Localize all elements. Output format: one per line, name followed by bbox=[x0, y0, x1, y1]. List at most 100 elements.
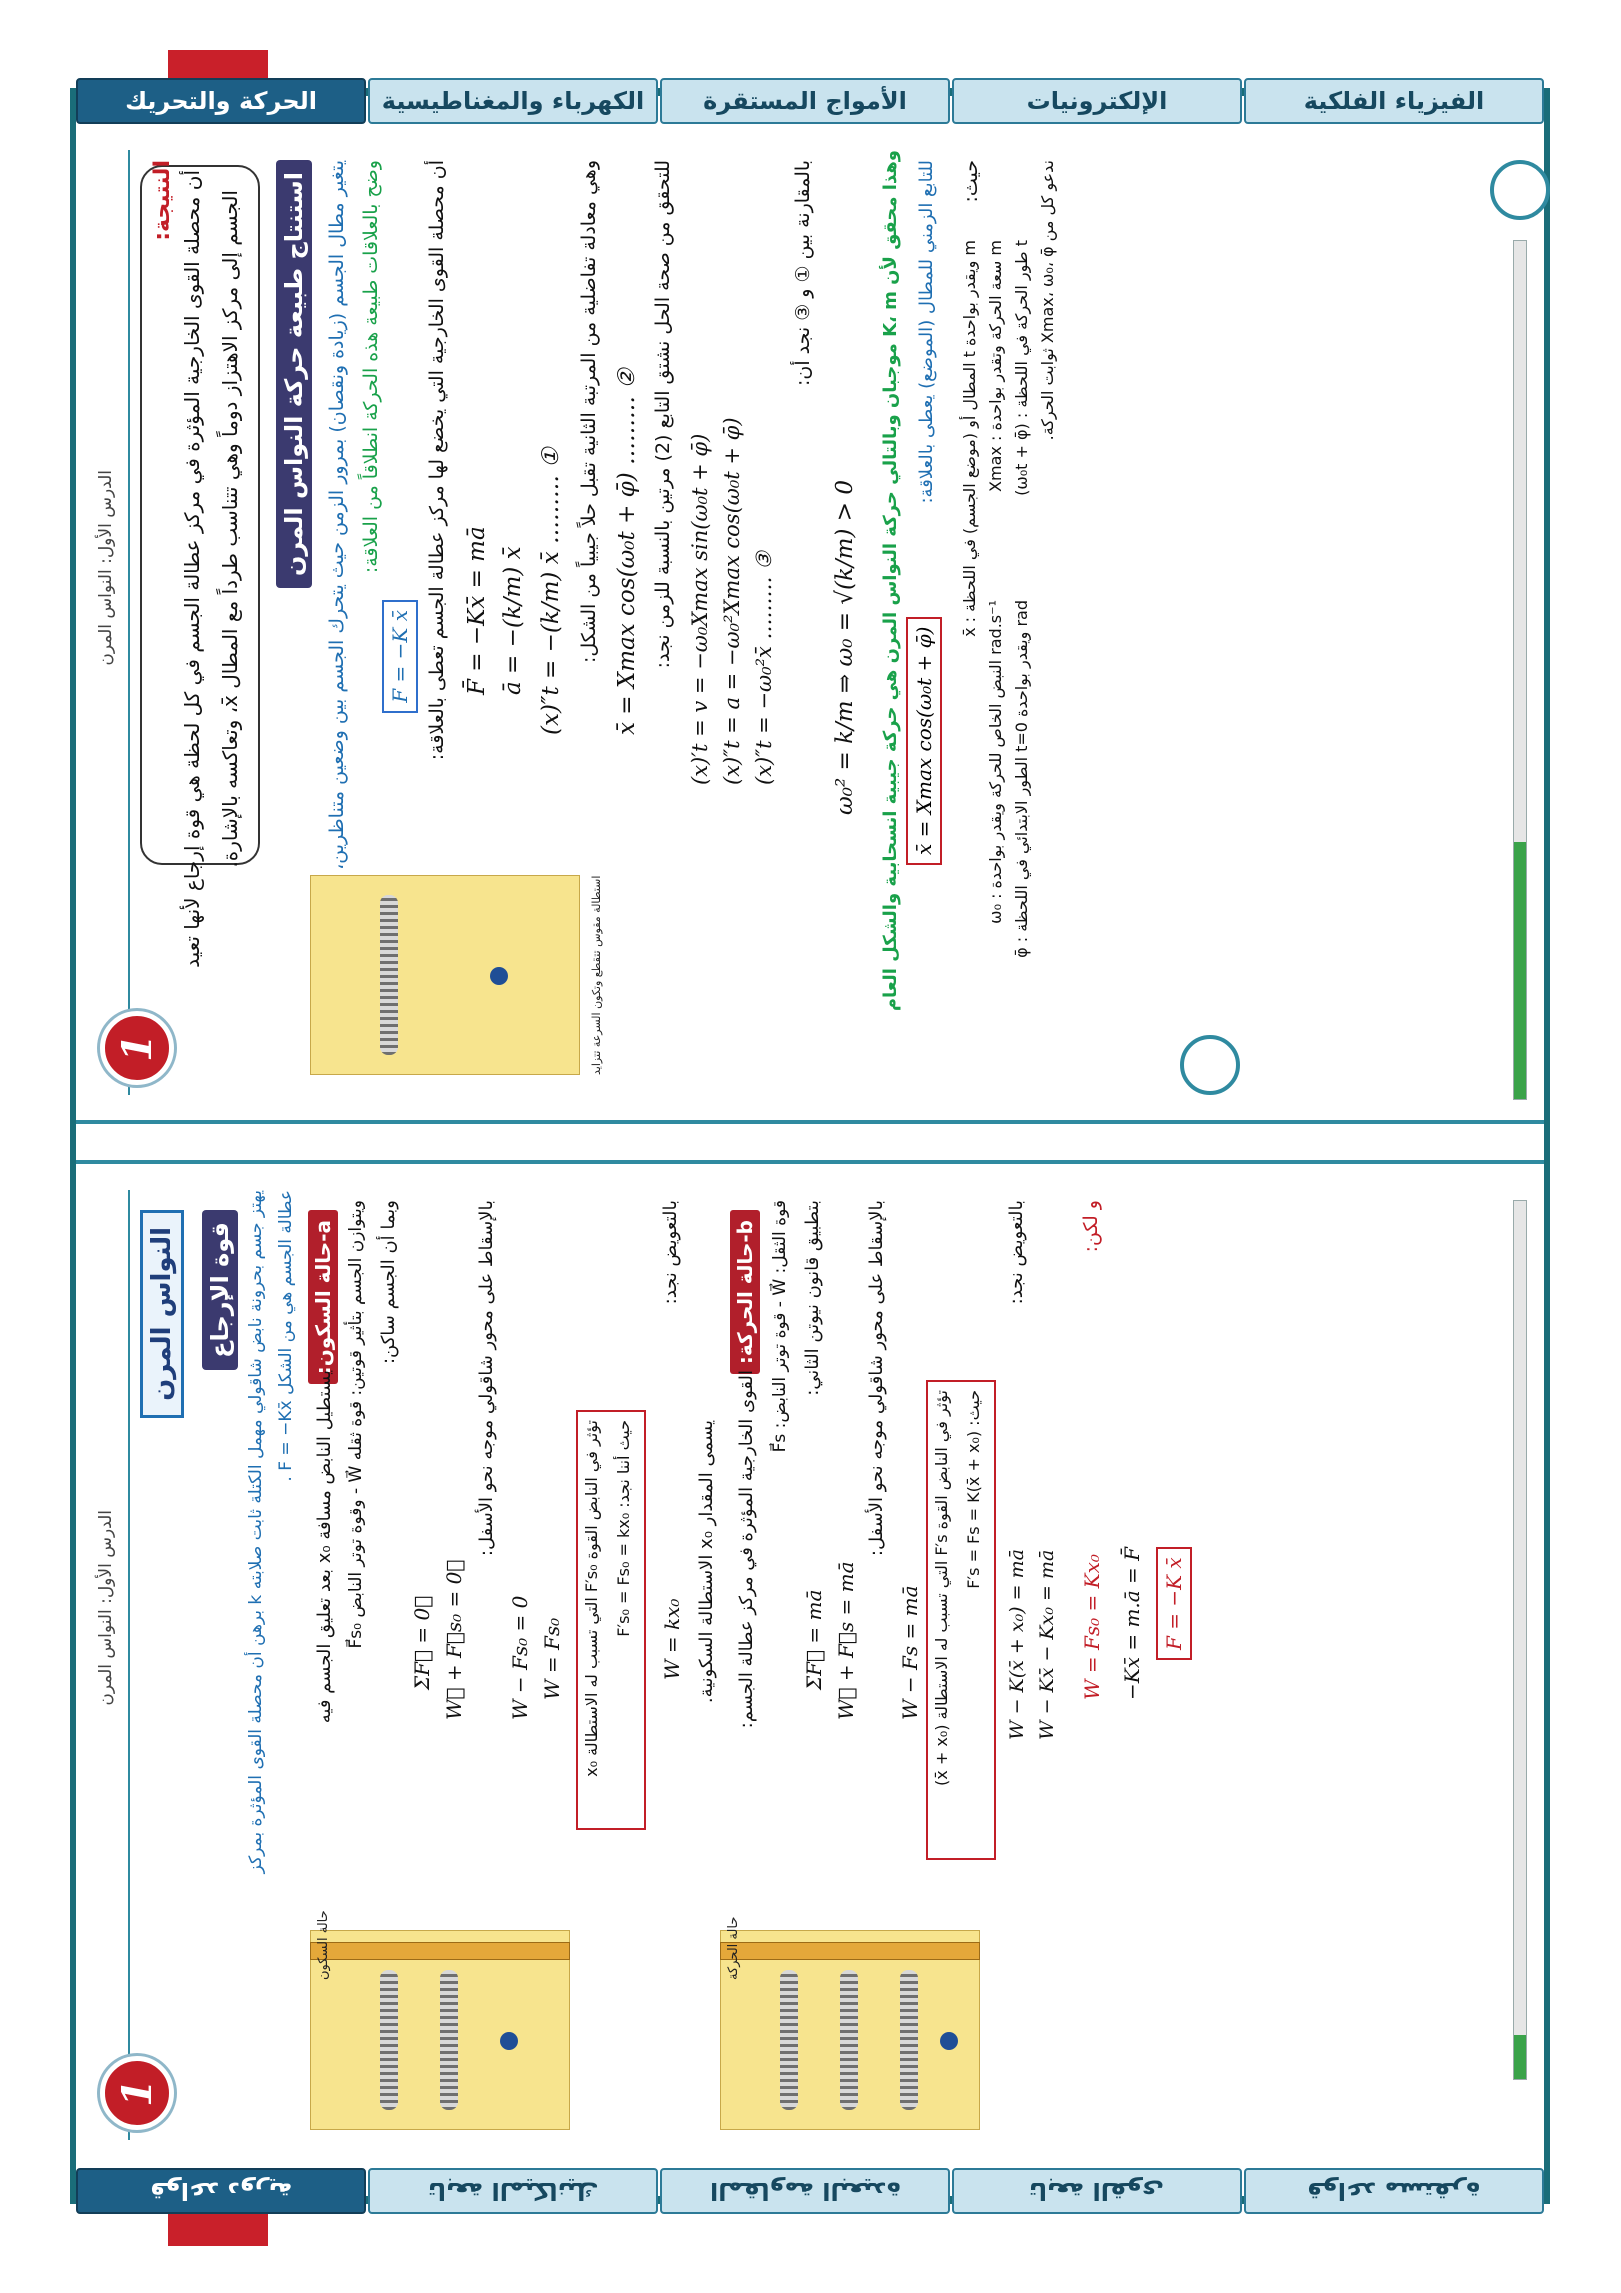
diff-eq-text: وهي معادلة تفاضلية من المرتبة الثانية تق… bbox=[578, 160, 600, 663]
result-line-1: أن محصلة القوى الخارجية المؤثرة في مركز … bbox=[180, 170, 204, 968]
motion-line-2: قوة الثقل: W⃗ - قوة توتر النابض: F⃗s bbox=[770, 1200, 790, 1453]
motion-spring-1 bbox=[780, 1970, 798, 2110]
eq-8: ω₀² = k/m ⇒ ω₀ = √(k/m) > 0 bbox=[832, 480, 858, 815]
main-title: النواس المرن bbox=[140, 1210, 184, 1418]
left-page-progress-fill bbox=[1514, 2035, 1526, 2079]
left-page-content: الدرس الأول: النواس المرن 1 النواس المرن… bbox=[80, 1170, 1540, 2160]
tab-standing-waves[interactable]: الأمواج المستقرة bbox=[660, 78, 950, 124]
where-label: حيث: bbox=[960, 160, 982, 203]
tab-astrophysics[interactable]: الفيزياء الفلكية bbox=[1244, 78, 1544, 124]
intro-line-1: يهتز جسم بحرونة نابض شاقولي مهمل الكتلة … bbox=[246, 1190, 266, 1874]
nature-line-3: أن محصلة القوى الخارجية التي يخضع لها مر… bbox=[426, 160, 448, 761]
right-page-header-rail bbox=[70, 1120, 1550, 1124]
right-vertical-rail bbox=[1544, 88, 1550, 2204]
left-page-progress-track[interactable] bbox=[1513, 1200, 1527, 2080]
motion-box-line-2: حيث: F′s = Fs = K(x̄ + x₀) bbox=[964, 1390, 983, 1589]
eq-6: (x)″t = a = −ω₀²Xmax cos(ω₀t + φ̄) bbox=[720, 417, 744, 785]
motion-mass bbox=[940, 2032, 958, 2050]
result-line-2: الجسم إلى مركز الاهتزاز دوماً وهي تتناسب… bbox=[218, 190, 242, 868]
left-lesson-badge: 1 bbox=[100, 2056, 174, 2130]
section-title: قوة الإرجاع bbox=[202, 1210, 238, 1370]
eq-2: ā = −(k/m) x̄ bbox=[500, 546, 526, 695]
tab-bottom-5[interactable]: قواعد مستقرة bbox=[1244, 2168, 1544, 2214]
rest-box-line-1: تؤثر في النابض القوة F′s₀ التي تسبب له ا… bbox=[582, 1420, 601, 1777]
eq-1: F̄ = −Kx̄ = mā bbox=[464, 526, 490, 695]
rest-line-4: ΣF⃗ = 0⃗ bbox=[410, 1595, 434, 1690]
scroll-top-circle[interactable] bbox=[1180, 1035, 1240, 1095]
motion-eq-1: W − K(x̄ + x₀) = mā bbox=[1006, 1549, 1028, 1740]
green-line-1: وهذا محقق لأن K، m موجبان وبالتالي حركة … bbox=[880, 150, 901, 1012]
tab-motion[interactable]: الحركة والتحريك bbox=[76, 78, 366, 124]
eq-5: (x)′t = v = −ω₀Xmax sin(ω₀t + φ̄) bbox=[688, 433, 712, 785]
tab-bottom-3[interactable]: المقاومة البعيدة bbox=[660, 2168, 950, 2214]
rest-spring-1 bbox=[380, 1970, 398, 2110]
rest-line-2: ويتوازن الجسم بتأثير قوتين: قوة ثقله W⃗ … bbox=[346, 1200, 366, 1649]
motion-line-4: ΣF⃗ = mā bbox=[802, 1589, 826, 1690]
right-page-progress-track[interactable] bbox=[1513, 240, 1527, 1100]
eq-7: (x)″t = −ω₀²x̄ ……… ③ bbox=[752, 550, 776, 785]
motion-spring-3 bbox=[900, 1970, 918, 2110]
nature-relation: F = −K x̄ bbox=[382, 600, 418, 713]
final-eq-2: F = −K x̄ bbox=[1156, 1547, 1192, 1660]
right-page-progress-fill bbox=[1514, 841, 1526, 1099]
figure-caption: استطالة مقوس تتقطع وتكون السرعة تتزايد bbox=[590, 875, 603, 1075]
spring-wave-figure bbox=[310, 875, 580, 1075]
tab-electronics[interactable]: الإلكترونيات bbox=[952, 78, 1242, 124]
nature-title: استنتاج طبيعة حركة النواس المرن bbox=[276, 160, 312, 589]
rest-box-line-2: حيث أننا نجد: F′s₀ = Fs₀ = kx₀ bbox=[614, 1420, 633, 1637]
static-extension: يسمى المقدار x₀ الاستطالة السكونية. bbox=[696, 1420, 717, 1704]
rest-line-3: وبما أن الجسم ساكن: bbox=[378, 1200, 399, 1365]
rest-line-7: W − Fs₀ = 0 bbox=[508, 1595, 532, 1720]
motion-line-1: القوى الخارجية المؤثرة في مركز عطالة الج… bbox=[736, 1370, 757, 1729]
figure-spring bbox=[380, 895, 398, 1055]
rest-line-5: W⃗ + F⃗s₀ = 0⃗ bbox=[442, 1559, 466, 1720]
motion-line-7: W − Fs = mā bbox=[898, 1585, 922, 1720]
rest-result: W = kx₀ bbox=[660, 1598, 684, 1680]
left-page: الدرس الأول: النواس المرن 1 النواس المرن… bbox=[80, 1170, 1540, 2160]
motion-eq-2: W − Kx̄ − Kx₀ = mā bbox=[1036, 1549, 1058, 1740]
but-eq: W = Fs₀ = Kx₀ bbox=[1080, 1554, 1104, 1700]
lesson-badge: 1 bbox=[100, 1011, 174, 1085]
right-page-scroll-knob[interactable] bbox=[1490, 160, 1550, 220]
def-4: (ω₀t + φ̄) : طور الحركة في اللحظة t bbox=[1012, 240, 1031, 496]
lesson-header: الدرس الأول: النواس المرن bbox=[96, 470, 116, 666]
left-page-header-rail bbox=[70, 1160, 1550, 1164]
motion-figure-ruler bbox=[720, 1942, 980, 1960]
def-3: ω₀ : النبض الخاص للحركة ويقدر بواحدة rad… bbox=[986, 600, 1005, 924]
eq-3: (x)″t = −(k/m) x̄ ……… ① bbox=[538, 447, 564, 735]
def-5: φ̄ : الطور الابتدائي في اللحظة t=0 ويقدر… bbox=[1012, 600, 1031, 958]
compare-text: بالمقارنة بين ① و ③ نجد أن: bbox=[792, 160, 814, 387]
def-6: ندعو كل من Xmax، ω₀، φ̄ ثوابت الحركة. bbox=[1038, 160, 1057, 441]
rest-spring-2 bbox=[440, 1970, 458, 2110]
tab-bottom-4[interactable]: تابعة القوى bbox=[952, 2168, 1242, 2214]
tab-electricity[interactable]: الكهرباء والمغناطيسية bbox=[368, 78, 658, 124]
motion-state-title: b-حالة الحركة: bbox=[730, 1210, 760, 1375]
motion-line-5: W⃗ + F⃗s = mā bbox=[834, 1561, 858, 1720]
rest-line-1: يستطيل النابض مسافة x₀ بعد تعليق الجسم ف… bbox=[314, 1370, 335, 1724]
left-vertical-rail bbox=[70, 88, 76, 2204]
final-eq-1: −Kx̄ = m.ā = F̄ bbox=[1120, 1546, 1144, 1700]
right-page-header: الدرس الأول: النواس المرن bbox=[90, 150, 130, 1095]
green-line-2: للتابع الزمني للمطال (الموضع) يعطى بالعل… bbox=[916, 160, 937, 504]
left-page-header: الدرس الأول: النواس المرن bbox=[90, 1190, 130, 2140]
left-lesson-header: الدرس الأول: النواس المرن bbox=[96, 1510, 116, 1706]
result-label: النتيجة: bbox=[150, 160, 175, 241]
motion-box-line-1: تؤثر في النابض القوة F′s التي تسبب له ال… bbox=[932, 1390, 951, 1786]
rest-figure-label: حالة السكون bbox=[316, 1910, 331, 1980]
tab-bottom-2[interactable]: تابعة الميكانيك bbox=[368, 2168, 658, 2214]
rest-substitute: بالتعويض نجد: bbox=[660, 1200, 681, 1305]
rest-line-6: بالإسقاط على محور شاقولي موجه نحو الأسفل… bbox=[476, 1200, 497, 1557]
motion-line-3: بتطبيق قانون نيوتن الثاني: bbox=[802, 1200, 823, 1396]
tab-bottom-1[interactable]: قواعد دورية bbox=[76, 2168, 366, 2214]
motion-line-6: بالإسقاط على محور شاقولي موجه نحو الأسفل… bbox=[866, 1200, 887, 1557]
intro-line-2: عطالة الجسم هي من الشكل F = −Kx̄ . bbox=[276, 1190, 296, 1482]
rest-state-title: a-حالة السكون: bbox=[308, 1210, 338, 1385]
def-1: x̄ : المطال أو (موضع الجسم) في اللحظة t … bbox=[960, 240, 979, 637]
motion-figure-label: حالة الحركة bbox=[726, 1916, 741, 1980]
def-2: Xmax : سعة الحركة وتقدر بواحدة m bbox=[986, 240, 1005, 492]
general-eq: x̄ = Xmax cos(ω₀t + φ̄) bbox=[906, 616, 942, 865]
rest-line-8: W = Fs₀ bbox=[540, 1617, 564, 1700]
but-text: و لكن: bbox=[1080, 1200, 1102, 1253]
motion-spring-2 bbox=[840, 1970, 858, 2110]
